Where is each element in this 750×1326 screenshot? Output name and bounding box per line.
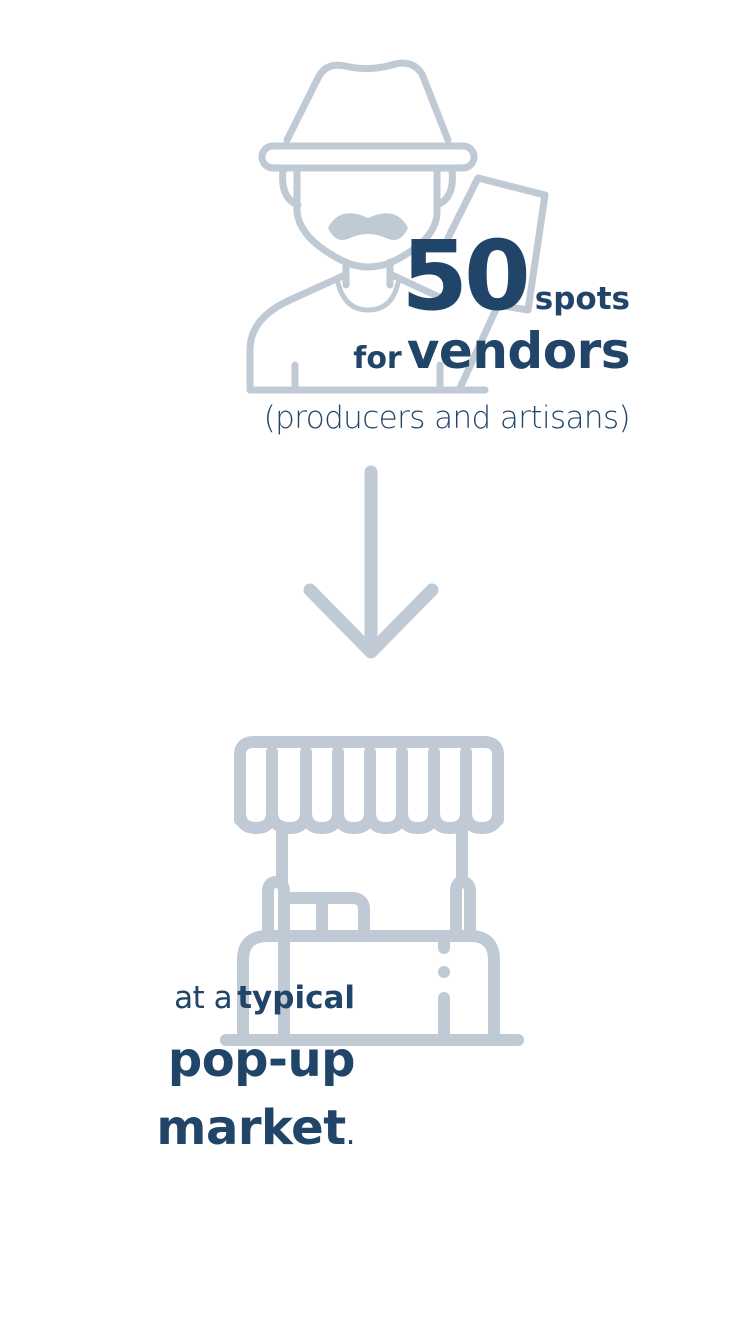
market-text: market <box>156 1100 346 1156</box>
popup-text: pop-up <box>167 1032 356 1088</box>
period-text: . <box>345 1116 356 1152</box>
vendor-count-number: 50 <box>401 220 531 332</box>
vendors-word: vendors <box>406 322 631 380</box>
vendor-subtitle: (producers and artisans) <box>263 400 631 436</box>
market-line-3: market. <box>156 1100 355 1156</box>
market-line-1: at a typical <box>174 980 355 1016</box>
for-word: for <box>353 341 402 376</box>
at-a-text: at a <box>174 980 233 1016</box>
typical-text: typical <box>237 980 355 1016</box>
vendors-line: for vendors <box>353 322 630 380</box>
vendor-count-unit: spots <box>534 281 630 317</box>
